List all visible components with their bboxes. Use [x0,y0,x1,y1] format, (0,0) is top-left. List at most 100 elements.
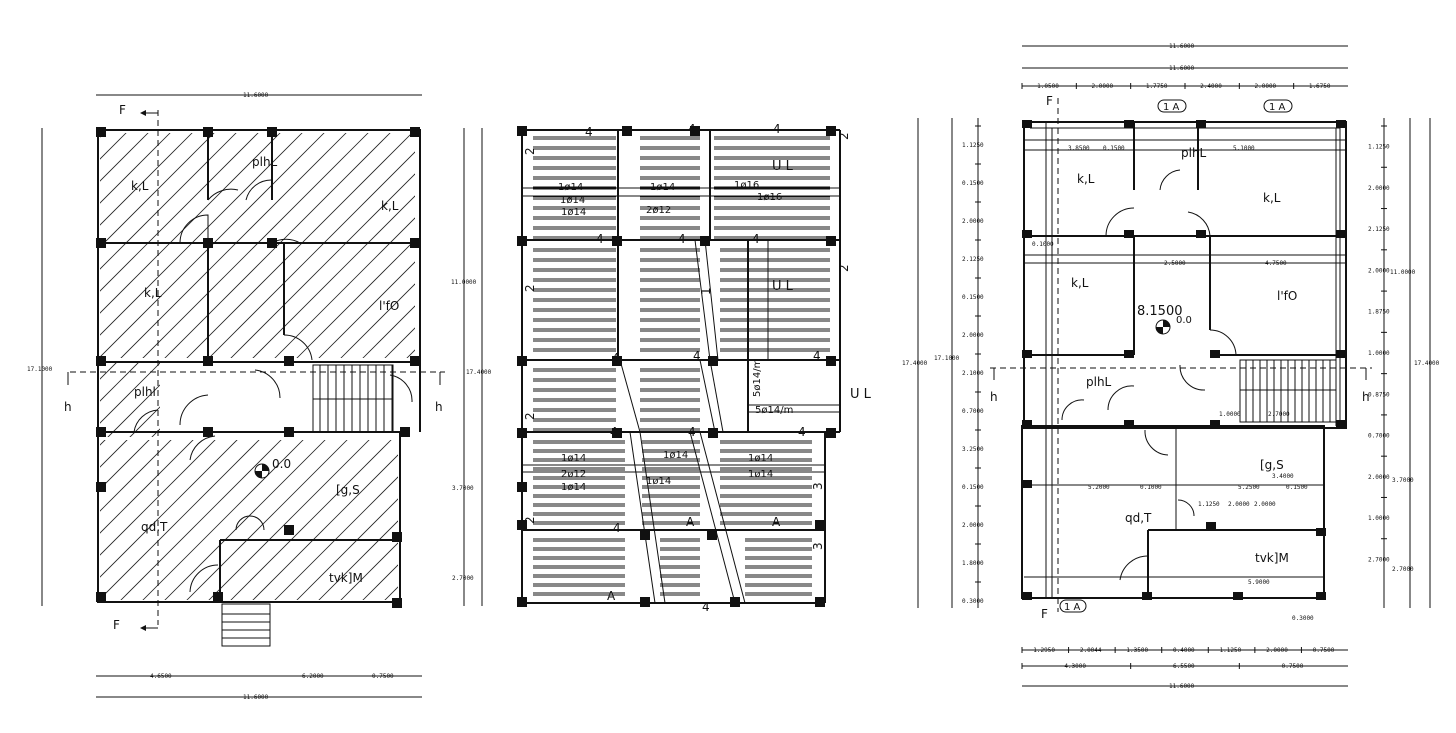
structural-column [1196,230,1206,238]
rebar-label: 1ø14 [560,195,585,206]
structural-column [826,126,836,136]
dim-bottom-segment: 0.7500 [1313,647,1335,654]
beam-tag: 4 [688,425,696,439]
dim-left-segment: 0.3000 [962,598,984,605]
structural-column [815,520,825,530]
structural-column [730,597,740,607]
rebar-label: 1ø14 [650,182,675,193]
beam-tag: A [607,589,616,603]
left-room-k3: k,L [144,286,162,300]
structural-column [203,127,213,137]
left-room-tvk: tvk]M [329,571,363,585]
dim-right-segment: 1.8750 [1368,309,1390,316]
left-dim-right-1: 11.0000 [451,279,477,286]
dim-left-segment: 3.2500 [962,446,984,453]
left-room-k1: k,L [131,179,149,193]
hatch-line [0,125,68,605]
interior-dim: 0.1000 [1032,241,1054,248]
structural-column [826,428,836,438]
beam-tag: 3 [811,482,825,490]
dim-bottom-segment: 1.2950 [1033,647,1055,654]
left-room-plhl2: plhl [134,385,156,399]
right-room-qdt: qd,T [1125,511,1152,525]
right-dim-top-total-1: 11.6000 [1169,43,1195,50]
structural-column [1206,522,1216,530]
left-dim-bottom-total: 11.6000 [243,694,269,701]
mid-mesh-1: 5ø14/m [752,359,763,397]
hatch-line [100,133,289,600]
interior-dim: 1.1250 [1198,501,1220,508]
right-dimensioned-plan: h h F F 8.1500 0.0 plhL k,L k,L k,L l'fO… [902,43,1440,690]
svg-text:1 A: 1 A [1163,102,1180,113]
rebar-label: 2ø12 [561,469,586,480]
structural-column [517,597,527,607]
interior-dim: 3.8500 [1068,145,1090,152]
beam-tag: 2 [523,412,537,420]
right-dim-bottom-total: 11.6000 [1169,683,1195,690]
structural-column [96,592,106,602]
interior-dim: 5.2500 [1238,484,1260,491]
right-section-h-right: h [1362,390,1370,404]
dim-top-segment: 2.0000 [1255,83,1277,90]
beam-tag: 3 [811,542,825,550]
dim-left-segment: 1.8000 [962,560,984,567]
dim-bottom-segment: 6.5500 [1173,663,1195,670]
structural-column [690,126,700,136]
structural-column [400,427,410,437]
hatch-line [100,133,267,600]
interior-dim: 0.1500 [1103,145,1125,152]
dim-top-segment: 2.4000 [1200,83,1222,90]
dim-right-segment: 2.0000 [1368,185,1390,192]
interior-dim: 5.9000 [1248,579,1270,586]
structural-column [1022,480,1032,488]
structural-column [96,127,106,137]
dim-top-segment: 1.7750 [1146,83,1168,90]
hatch-line [0,125,24,605]
beam-tag: 2 [523,147,537,155]
dim-right-segment: 1.0000 [1368,515,1390,522]
right-level: 0.0 [1176,315,1192,326]
hatch-line [247,133,415,600]
beam-tag: 4 [688,122,696,136]
right-dim-right-total: 17.4000 [1414,360,1440,367]
right-dim-left-total: 17.4000 [902,360,928,367]
interior-dim: 5.1000 [1233,145,1255,152]
beam-tag: 2 [523,284,537,292]
mid-label-ul-1: U L [772,159,794,174]
right-section-f-top: F [1046,94,1053,108]
structural-column [1210,350,1220,358]
rebar-label: 1ø14 [663,450,688,461]
hatch-line [100,133,311,600]
rebar-label: 1ø14 [561,482,586,493]
mid-mesh-2: 5ø14/m [755,405,793,416]
left-section-f-bottom: F [113,618,120,632]
interior-dim: 2.5000 [1164,260,1186,267]
structural-column [1124,350,1134,358]
structural-column [96,482,106,492]
right-dim-right-total-3: 3.7000 [1392,477,1414,484]
structural-column [203,427,213,437]
svg-text:1 A: 1 A [1064,602,1081,613]
interior-dim: 5.2000 [1088,484,1110,491]
right-room-plhl: plhL [1181,146,1207,160]
hatch-line [313,133,415,600]
structural-column [1336,120,1346,128]
mid-label-ul-2: U L [772,279,794,294]
left-section-h-right: h [435,400,443,414]
left-level: 0.0 [272,457,291,471]
dim-right-segment: 0.8750 [1368,391,1390,398]
right-room-k3: k,L [1071,276,1089,290]
hatch-line [291,133,415,600]
beam-tag: 4 [678,232,686,246]
interior-dim: 0.1000 [1140,484,1162,491]
structural-column [1124,120,1134,128]
structural-column [612,356,622,366]
structural-column [1022,420,1032,428]
rebar-label: 1ø14 [748,453,773,464]
structural-column [517,236,527,246]
structural-column [708,356,718,366]
hatch-line [100,133,333,600]
structural-column [203,356,213,366]
interior-dim: 1.0000 [1219,411,1241,418]
